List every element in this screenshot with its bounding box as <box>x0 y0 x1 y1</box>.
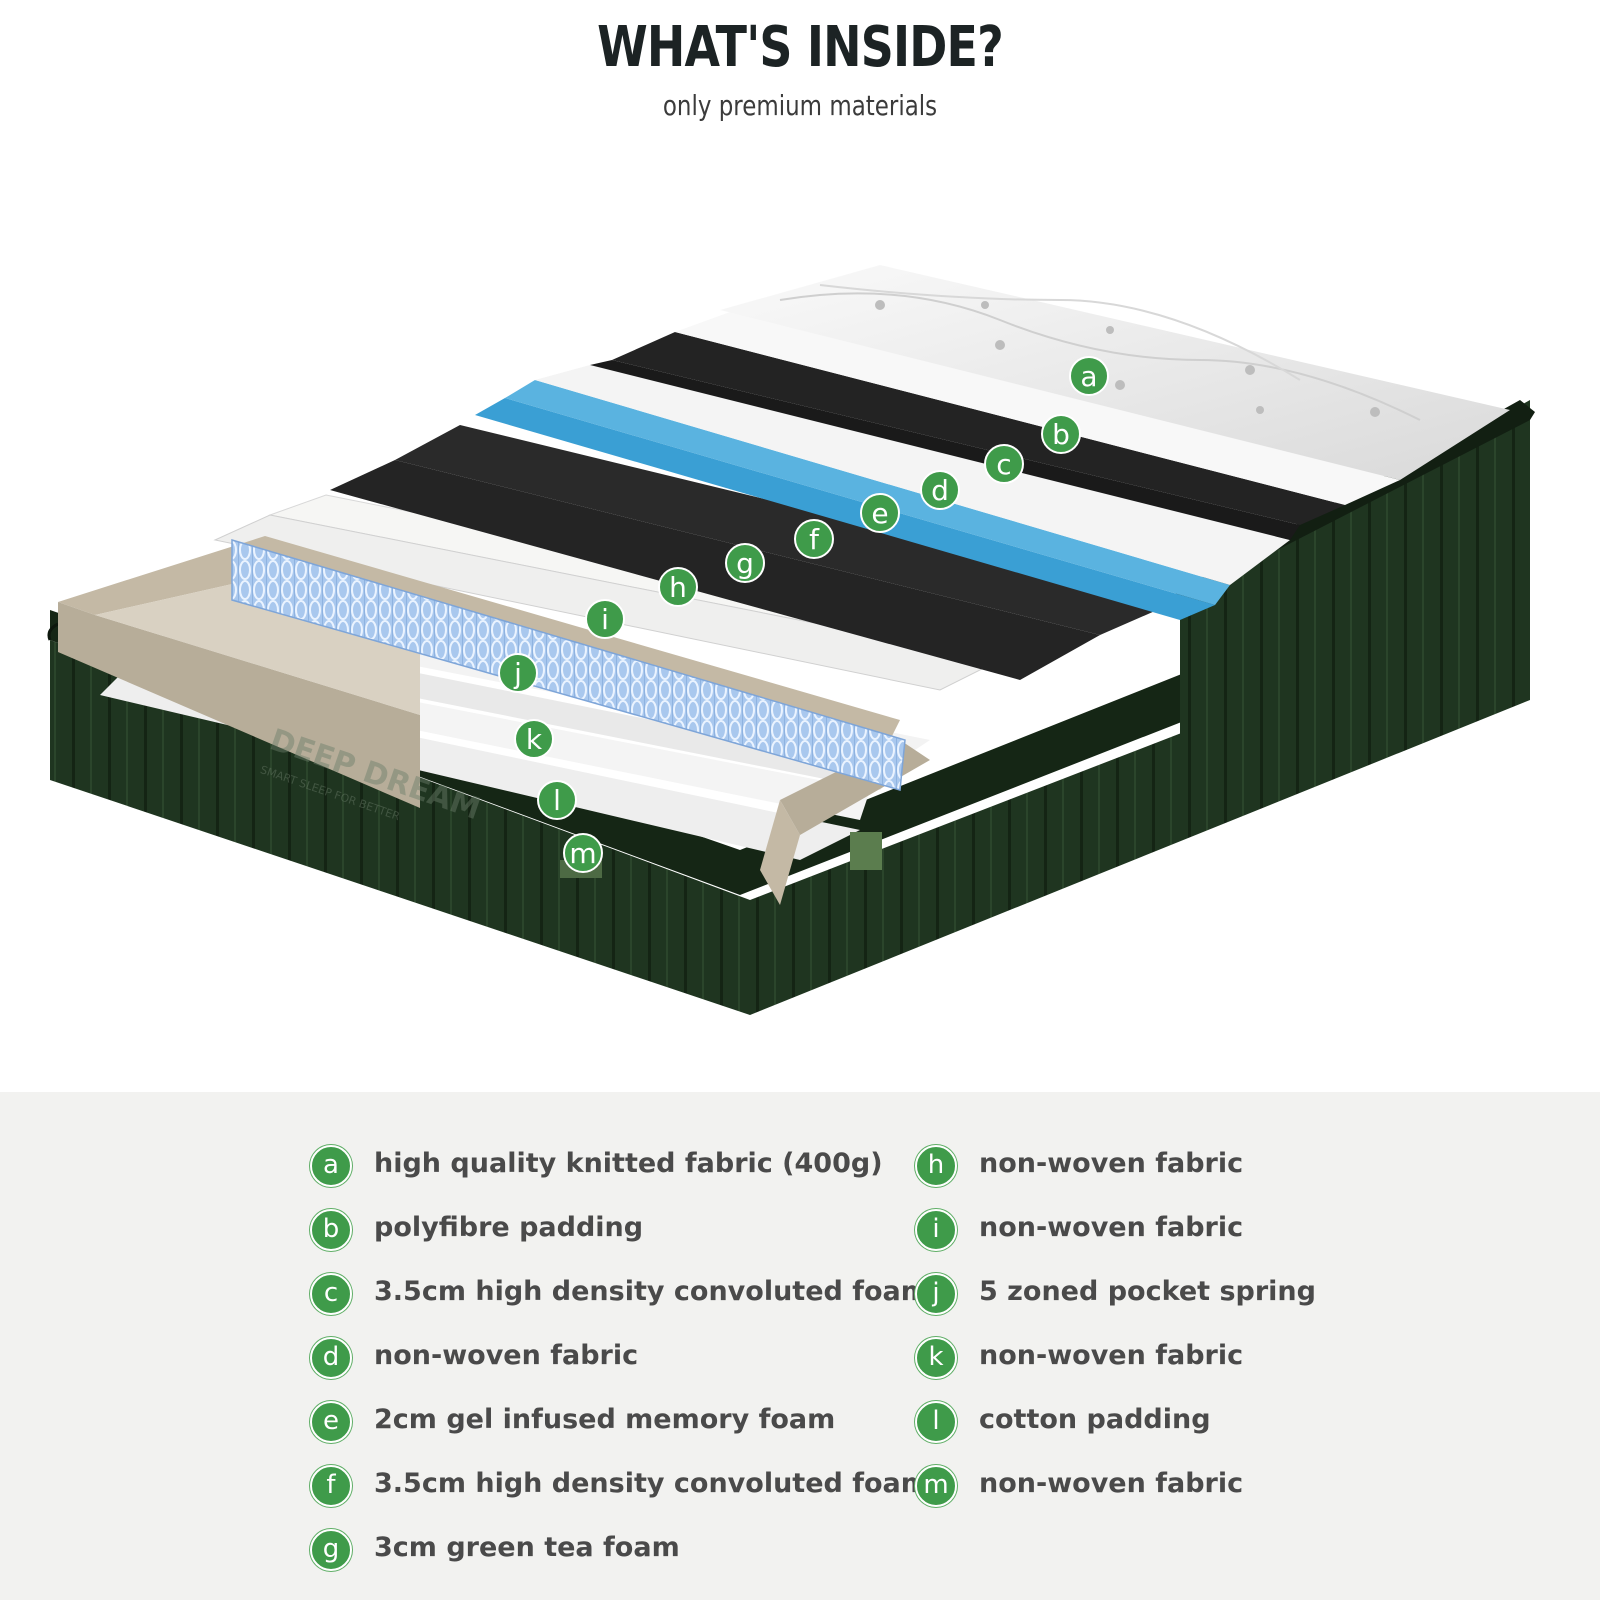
legend-badge: l <box>915 1401 957 1443</box>
svg-text:k: k <box>526 723 543 756</box>
legend-badge: c <box>310 1273 352 1315</box>
mattress-right-side <box>750 598 1530 1015</box>
marker-group: a b c d e f g h i j k l m <box>498 356 1109 873</box>
legend-label: non-woven fabric <box>374 1340 639 1371</box>
legend-badge: h <box>915 1145 957 1187</box>
legend-badge: i <box>915 1209 957 1251</box>
legend-badge: m <box>915 1465 957 1507</box>
marker-e: e <box>860 493 900 533</box>
legend-label: 3.5cm high density convoluted foam <box>374 1276 929 1307</box>
marker-b: b <box>1041 414 1081 454</box>
svg-text:d: d <box>931 474 949 507</box>
layer-a <box>720 265 1510 480</box>
layer-f <box>395 425 1180 635</box>
svg-text:l: l <box>553 784 561 817</box>
legend-label: non-woven fabric <box>979 1340 1244 1371</box>
legend-label: non-woven fabric <box>979 1212 1244 1243</box>
page-subtitle: only premium materials <box>662 89 938 122</box>
legend-label: non-woven fabric <box>979 1468 1244 1499</box>
legend-badge: j <box>915 1273 957 1315</box>
marker-c: c <box>984 444 1024 484</box>
marker-h: h <box>658 567 698 607</box>
marker-m: m <box>563 833 603 873</box>
legend-badge: b <box>310 1209 352 1251</box>
svg-text:g: g <box>736 547 754 580</box>
layer-e <box>475 398 1215 620</box>
svg-text:b: b <box>1052 418 1070 451</box>
legend-badge: d <box>310 1337 352 1379</box>
marker-j: j <box>498 653 538 693</box>
marker-a: a <box>1069 356 1109 396</box>
header: WHAT'S INSIDE? only premium materials <box>0 10 1600 126</box>
layer-b <box>675 312 1400 505</box>
legend-badge: g <box>310 1529 352 1571</box>
marker-g: g <box>725 543 765 583</box>
svg-text:i: i <box>601 603 609 636</box>
legend-badge: a <box>310 1145 352 1187</box>
marker-l: l <box>537 780 577 820</box>
svg-text:a: a <box>1080 360 1097 393</box>
mattress-illustration: DEEP DREAM SMART SLEEP FOR BETTER a b c … <box>47 265 1535 1015</box>
mattress-front-side <box>50 640 750 1015</box>
layer-g <box>330 460 1100 680</box>
svg-text:h: h <box>669 571 687 604</box>
svg-text:f: f <box>809 523 820 556</box>
marker-k: k <box>514 719 554 759</box>
legend-label: 3.5cm high density convoluted foam <box>374 1468 929 1499</box>
svg-text:m: m <box>569 837 596 870</box>
side-label-tag <box>850 832 882 870</box>
svg-text:c: c <box>996 448 1011 481</box>
marker-d: d <box>920 470 960 510</box>
page-title: WHAT'S INSIDE? <box>597 15 1004 80</box>
legend-panel: a high quality knitted fabric (400g) b p… <box>0 1092 1600 1600</box>
marker-i: i <box>585 599 625 639</box>
legend-label: 2cm gel infused memory foam <box>374 1404 836 1435</box>
legend-label: non-woven fabric <box>979 1148 1244 1179</box>
layer-c <box>612 332 1345 525</box>
layer-d <box>535 365 1290 585</box>
legend-badge: k <box>915 1337 957 1379</box>
legend-badge: f <box>310 1465 352 1507</box>
legend-label: cotton padding <box>979 1404 1211 1435</box>
svg-text:e: e <box>871 497 888 530</box>
legend-badge: e <box>310 1401 352 1443</box>
legend-label: polyfibre padding <box>374 1212 644 1243</box>
legend-label: high quality knitted fabric (400g) <box>374 1148 883 1179</box>
svg-text:j: j <box>513 657 522 690</box>
marker-f: f <box>794 519 834 559</box>
pocket-springs <box>232 540 905 790</box>
legend-label: 5 zoned pocket spring <box>979 1276 1316 1307</box>
legend-label: 3cm green tea foam <box>374 1532 680 1563</box>
